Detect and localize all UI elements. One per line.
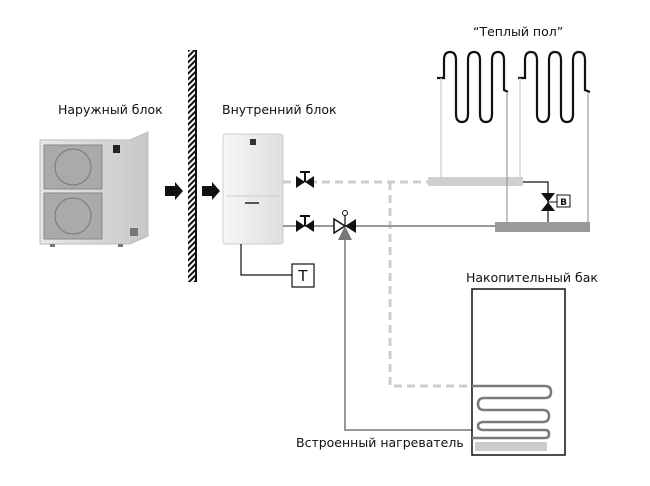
tank-coil [472,384,553,440]
wall [188,50,195,282]
thermostat-label: T [297,267,308,285]
builtin-heater [475,442,547,451]
indoor-unit [222,133,284,245]
bypass-valve: B [541,193,571,211]
floor-heating-loops [437,50,591,124]
shutoff-valve-bottom [296,215,314,232]
thermostat [291,263,315,288]
indoor-unit-label: Внутренний блок [222,102,337,117]
tank-return-pipe [344,240,478,431]
outdoor-unit-label: Наружный блок [58,102,163,117]
dashed-pipe [388,182,478,388]
outdoor-unit [39,131,149,247]
builtin-heater-label: Встроенный нагреватель [296,435,464,450]
valve-b-label: B [560,198,567,208]
floor-heating-label: “Теплый пол” [473,24,563,39]
storage-tank [471,288,566,456]
arrow-right-icon [202,182,220,200]
arrow-right-icon [165,182,183,200]
shutoff-valve-top [296,171,314,188]
three-way-valve [333,210,356,240]
supply-collector [428,177,523,186]
brand-logo-icon [250,139,256,145]
fan-grille-bottom [43,192,103,240]
storage-tank-label: Накопительный бак [466,270,598,285]
return-collector [495,222,590,232]
fan-grille-top [43,144,103,190]
brand-logo-icon [113,145,120,153]
